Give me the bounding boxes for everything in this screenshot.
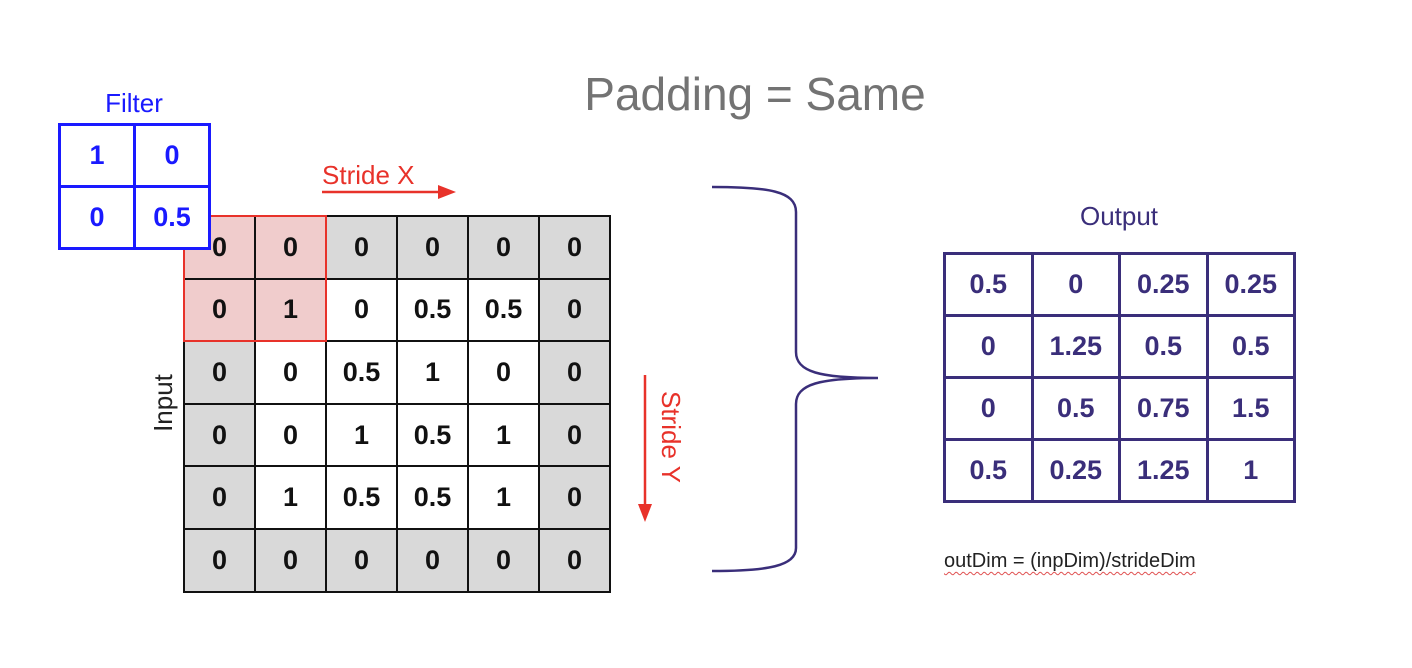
input-cell: 0 bbox=[540, 279, 611, 343]
input-cell: 0 bbox=[398, 529, 469, 593]
input-cell: 1 bbox=[469, 467, 540, 530]
input-cell: 0.5 bbox=[327, 342, 398, 405]
stride-y-label: Stride Y bbox=[656, 390, 686, 483]
input-cell: 0 bbox=[469, 217, 540, 280]
input-cell: 0.5 bbox=[398, 467, 469, 530]
input-cell: 0 bbox=[327, 529, 398, 593]
input-cell: 0.5 bbox=[398, 404, 469, 468]
output-cell: 1.5 bbox=[1208, 379, 1296, 441]
filter-label: Filter bbox=[105, 88, 163, 118]
curly-brace-icon bbox=[711, 185, 879, 573]
input-cell: 0 bbox=[185, 467, 256, 530]
input-cell: 0 bbox=[540, 217, 611, 280]
output-cell: 0.25 bbox=[1033, 441, 1121, 503]
input-cell: 0 bbox=[256, 404, 327, 468]
input-cell: 1 bbox=[327, 404, 398, 468]
stride-x-label: Stride X bbox=[322, 160, 415, 190]
input-cell: 0.5 bbox=[469, 279, 540, 343]
input-cell: 1 bbox=[256, 279, 327, 343]
input-cell: 0 bbox=[540, 529, 611, 593]
input-cell: 0 bbox=[185, 404, 256, 468]
output-cell: 0.5 bbox=[1208, 317, 1296, 379]
input-cell: 1 bbox=[398, 342, 469, 405]
input-cell: 0 bbox=[469, 342, 540, 405]
input-cell: 1 bbox=[256, 467, 327, 530]
filter-cell: 0 bbox=[136, 126, 211, 188]
input-cell: 0 bbox=[185, 279, 256, 343]
output-dimension-formula: outDim = (inpDim)/strideDim bbox=[944, 549, 1196, 573]
output-cell: 0.5 bbox=[946, 441, 1034, 503]
output-cell: 0 bbox=[1033, 255, 1121, 317]
input-cell: 0 bbox=[256, 529, 327, 593]
input-cell: 0 bbox=[540, 404, 611, 468]
input-cell: 0 bbox=[185, 342, 256, 405]
output-cell: 1.25 bbox=[1033, 317, 1121, 379]
output-cell: 0.5 bbox=[1121, 317, 1209, 379]
input-cell: 0 bbox=[398, 217, 469, 280]
input-cell: 0 bbox=[540, 342, 611, 405]
input-cell: 0 bbox=[185, 529, 256, 593]
input-cell: 0 bbox=[327, 279, 398, 343]
output-cell: 1.25 bbox=[1121, 441, 1209, 503]
input-cell: 1 bbox=[469, 404, 540, 468]
output-cell: 1 bbox=[1208, 441, 1296, 503]
output-cell: 0 bbox=[946, 317, 1034, 379]
formula-text: outDim = (inpDim)/strideDim bbox=[944, 550, 1196, 572]
input-cell: 0.5 bbox=[398, 279, 469, 343]
input-cell: 0 bbox=[540, 467, 611, 530]
diagram-title: Padding = Same bbox=[584, 68, 926, 120]
stride-y-arrow-icon bbox=[638, 375, 652, 522]
output-label: Output bbox=[1079, 201, 1159, 231]
output-cell: 0.5 bbox=[946, 255, 1034, 317]
input-grid: 0 0 0 0 0 0 0 1 0 0.5 0.5 0 0 0 0.5 1 0 … bbox=[183, 215, 611, 593]
output-grid: 0.5 0 0.25 0.25 0 1.25 0.5 0.5 0 0.5 0.7… bbox=[943, 252, 1296, 503]
filter-cell: 0.5 bbox=[136, 188, 211, 250]
output-cell: 0.75 bbox=[1121, 379, 1209, 441]
input-cell: 0.5 bbox=[327, 467, 398, 530]
input-label: Input bbox=[148, 374, 178, 432]
filter-cell: 0 bbox=[61, 188, 136, 250]
input-cell: 0 bbox=[256, 342, 327, 405]
filter-cell: 1 bbox=[61, 126, 136, 188]
output-cell: 0 bbox=[946, 379, 1034, 441]
input-cell: 0 bbox=[469, 529, 540, 593]
output-cell: 0.5 bbox=[1033, 379, 1121, 441]
input-cell: 0 bbox=[256, 217, 327, 280]
output-cell: 0.25 bbox=[1208, 255, 1296, 317]
filter-grid: 1 0 0 0.5 bbox=[58, 123, 211, 250]
output-cell: 0.25 bbox=[1121, 255, 1209, 317]
input-cell: 0 bbox=[327, 217, 398, 280]
